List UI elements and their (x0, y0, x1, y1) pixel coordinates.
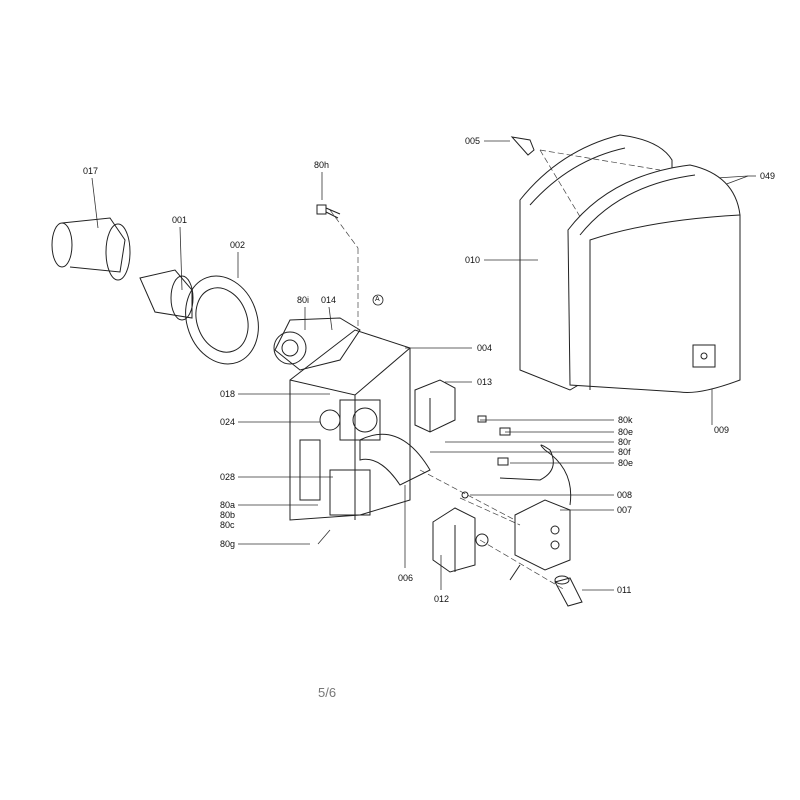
assembly-axes (329, 149, 661, 591)
label-80e-2: 80e (618, 458, 634, 468)
label-006: 006 (398, 573, 414, 583)
label-011: 011 (617, 585, 632, 595)
label-017: 017 (83, 166, 99, 176)
screws-80 (461, 415, 511, 499)
part-005-plug (510, 136, 535, 156)
label-001: 001 (172, 215, 188, 225)
label-005: 005 (465, 136, 481, 146)
label-004: 004 (477, 343, 493, 353)
label-80i: 80i (297, 295, 310, 305)
label-80h: 80h (314, 160, 330, 170)
page-indicator: 5/6 (318, 685, 337, 700)
part-001-nozzle (139, 269, 194, 321)
part-009-cover (567, 164, 741, 393)
part-004-housing (289, 329, 431, 521)
label-049: 049 (760, 171, 776, 181)
part-010-cover (519, 134, 673, 391)
label-028: 028 (220, 472, 236, 482)
label-007: 007 (617, 505, 633, 515)
label-024: 024 (220, 417, 236, 427)
label-80k: 80k (618, 415, 633, 425)
label-80a: 80a (220, 500, 236, 510)
label-80r: 80r (618, 437, 632, 447)
part-011-filter (554, 575, 583, 607)
label-013: 013 (477, 377, 493, 387)
part-002-gasket (185, 275, 259, 365)
label-80g: 80g (220, 539, 236, 549)
label-018: 018 (220, 389, 236, 399)
label-80f: 80f (618, 447, 631, 457)
label-80e: 80e (618, 427, 634, 437)
part-017-tube (51, 217, 131, 281)
part-013-motor (414, 379, 456, 433)
reference-mark-a (372, 294, 384, 306)
part-80h-screw (316, 204, 341, 219)
part-012-coil (432, 507, 489, 573)
label-008: 008 (617, 490, 633, 500)
label-014: 014 (321, 295, 337, 305)
part-007-pump (499, 444, 572, 581)
label-002: 002 (230, 240, 246, 250)
label-a: A (375, 296, 380, 303)
label-009: 009 (714, 425, 730, 435)
label-010: 010 (465, 255, 481, 265)
label-80c: 80c (220, 520, 235, 530)
part-014-flange (273, 317, 361, 371)
label-80b: 80b (220, 510, 236, 520)
leader-lines (91, 140, 756, 591)
label-012: 012 (434, 594, 450, 604)
